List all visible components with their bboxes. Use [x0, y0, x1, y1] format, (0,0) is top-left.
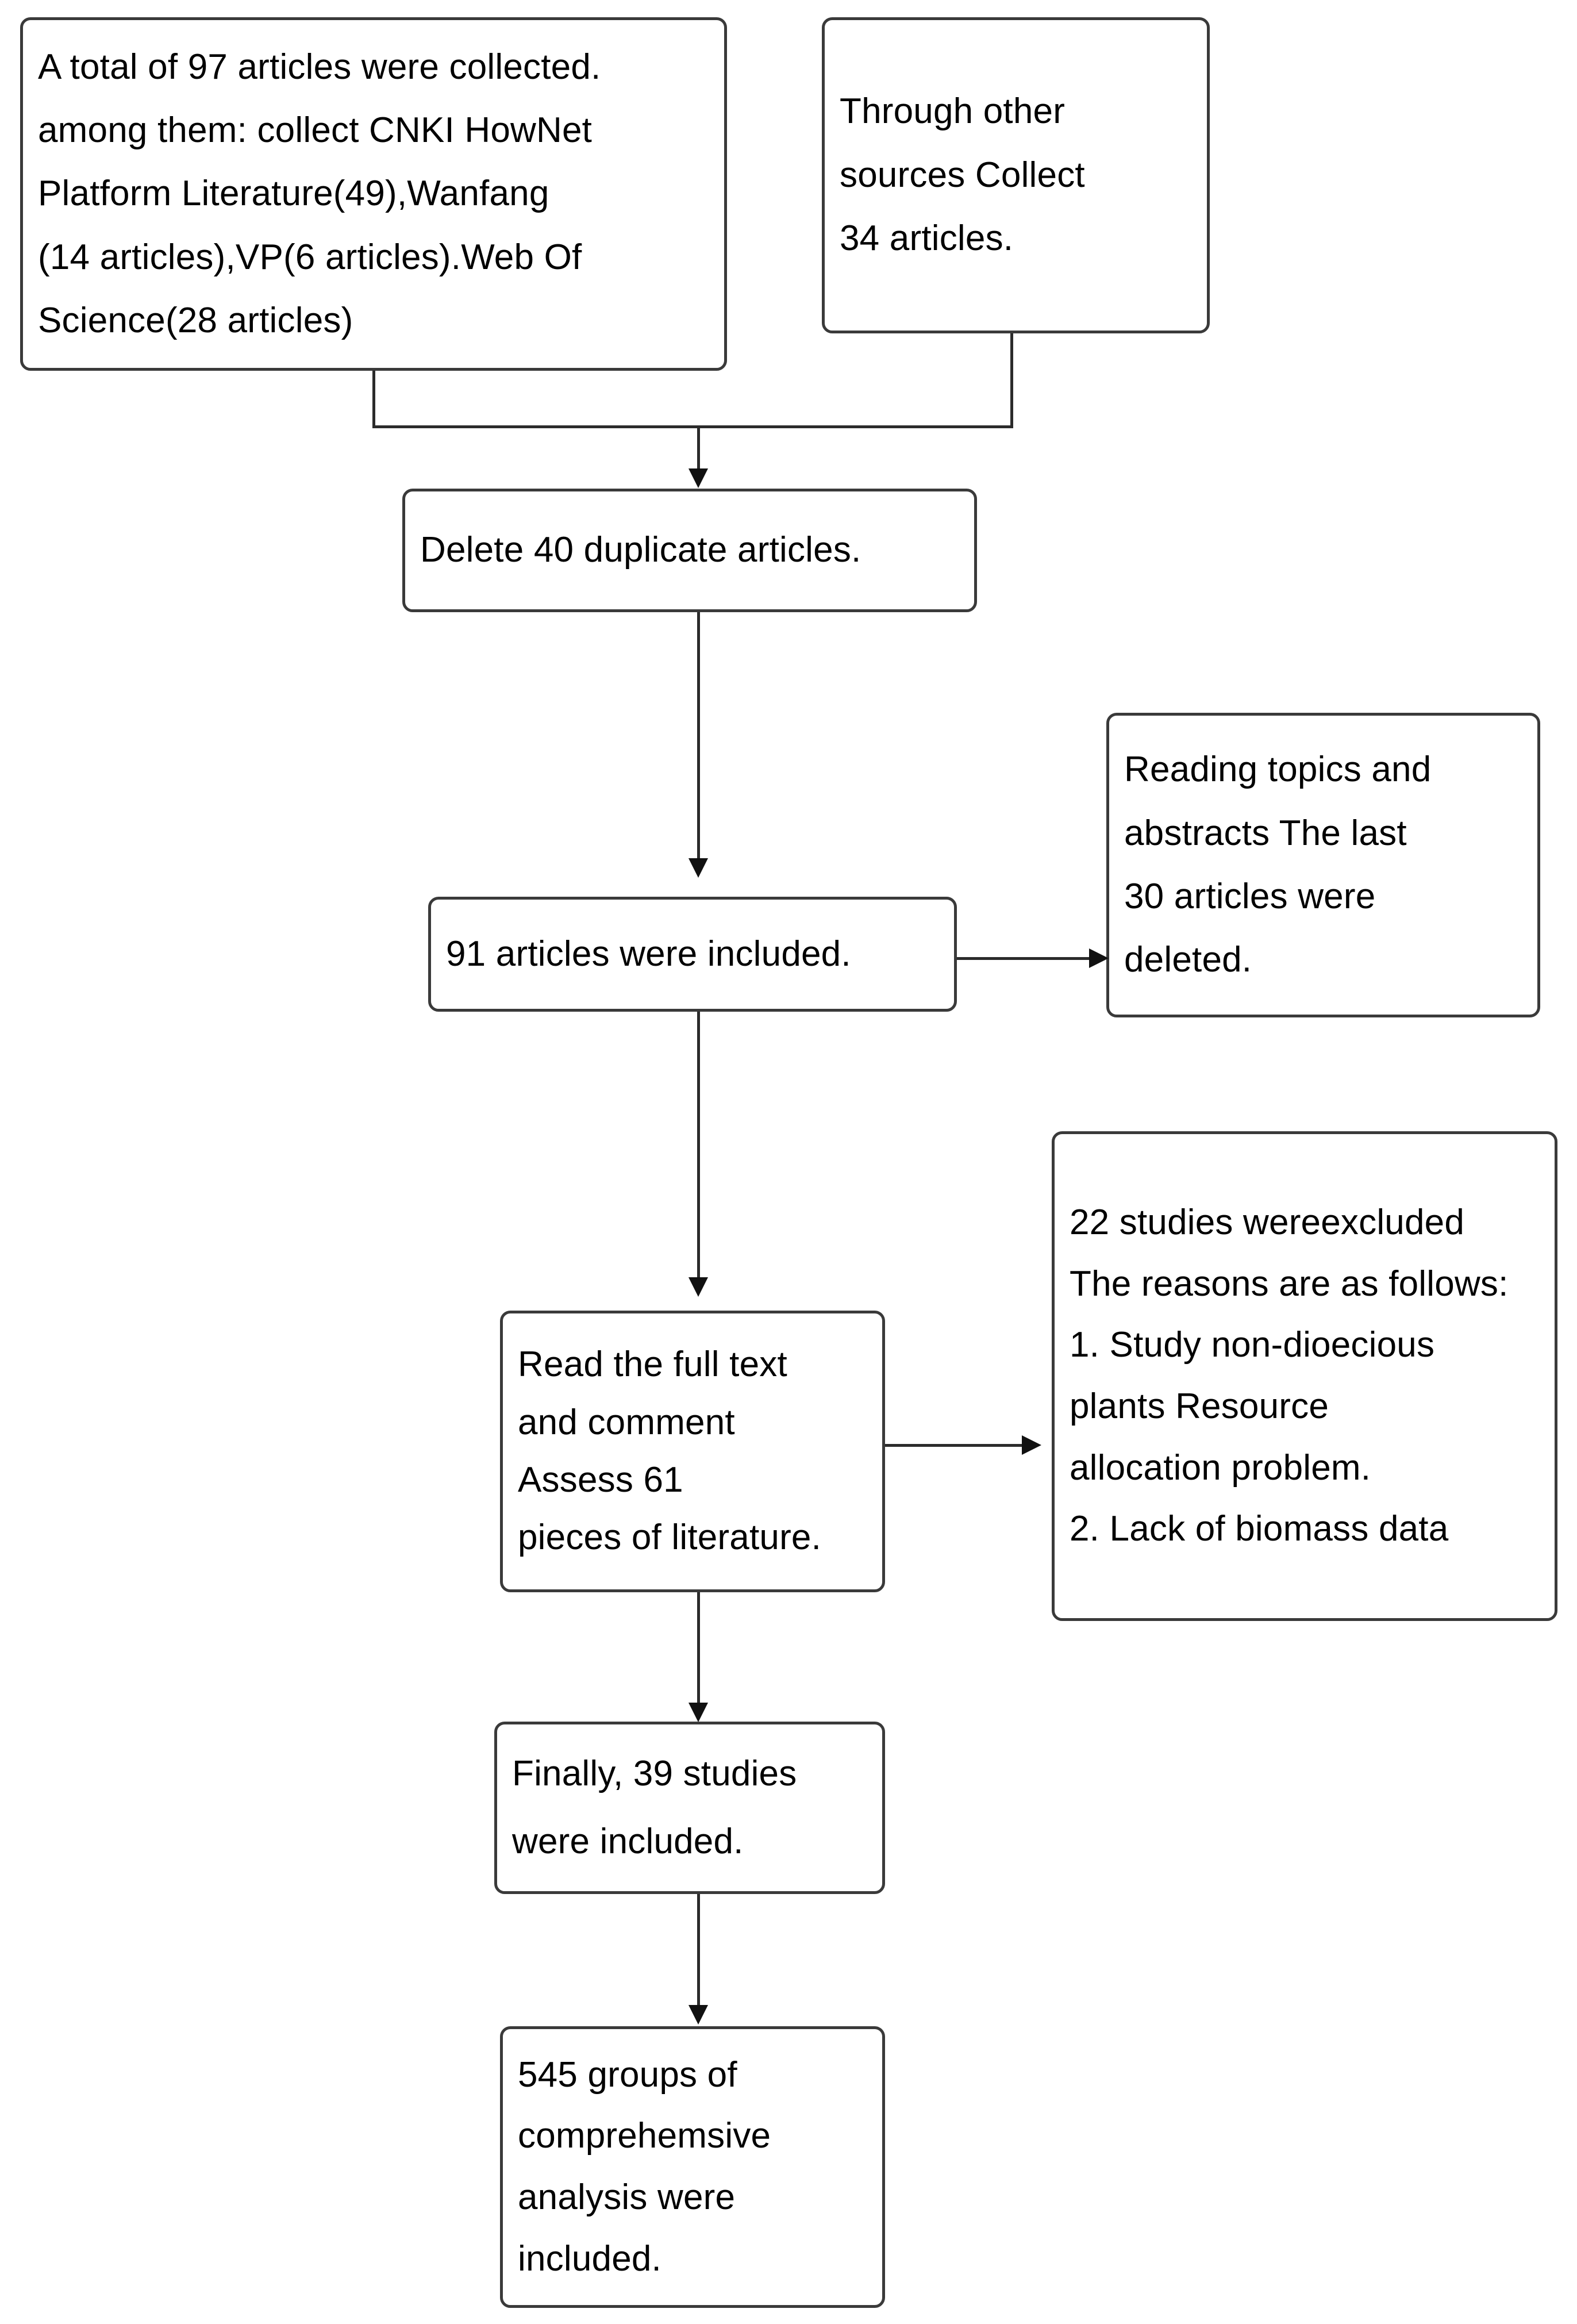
groups-included-line-2: comprehemsive — [518, 2116, 771, 2156]
arrow-fulltext-to-excluded-icon — [1022, 1435, 1041, 1455]
arrow-included-to-groups-icon — [689, 2005, 708, 2025]
other-sources-box[interactable]: Through other sources Collect 34 article… — [822, 17, 1210, 333]
records-screened-line-1: 91 articles were included. — [446, 934, 851, 974]
database-search-line-4: (14 articles),VP(6 articles).Web Of — [38, 237, 582, 277]
fulltext-excluded-line-3: 1. Study non-dioecious — [1070, 1325, 1435, 1365]
studies-included-line-1: Finally, 39 studies — [512, 1754, 797, 1794]
screening-excluded-box[interactable]: Reading topics and abstracts The last 30… — [1106, 713, 1540, 1017]
groups-included-box[interactable]: 545 groups of comprehemsive analysis wer… — [500, 2026, 885, 2308]
duplicates-removed-box[interactable]: Delete 40 duplicate articles. — [402, 489, 977, 612]
connector-merge-to-duplicates — [697, 428, 700, 470]
database-search-line-5: Science(28 articles) — [38, 301, 353, 341]
other-sources-line-2: sources Collect — [840, 155, 1085, 195]
connector-included-to-groups — [697, 1894, 700, 2006]
fulltext-excluded-box[interactable]: 22 studies wereexcluded The reasons are … — [1052, 1131, 1557, 1621]
other-sources-line-3: 34 articles. — [840, 218, 1014, 259]
arrow-fulltext-to-included-icon — [689, 1703, 708, 1722]
arrow-merge-to-duplicates-icon — [689, 468, 708, 488]
screening-excluded-line-1: Reading topics and — [1124, 750, 1432, 790]
duplicates-removed-line-1: Delete 40 duplicate articles. — [420, 530, 861, 570]
arrow-duplicates-to-screened-icon — [689, 858, 708, 878]
connector-screened-to-fulltext — [697, 1012, 700, 1279]
connector-duplicates-to-screened — [697, 612, 700, 859]
database-search-line-1: A total of 97 articles were collected. — [38, 47, 601, 87]
fulltext-excluded-line-4: plants Resource — [1070, 1386, 1329, 1426]
fulltext-excluded-line-5: allocation problem. — [1070, 1447, 1371, 1488]
database-search-box[interactable]: A total of 97 articles were collected. a… — [20, 17, 727, 371]
database-search-line-2: among them: collect CNKI HowNet — [38, 110, 593, 150]
other-sources-line-1: Through other — [840, 91, 1066, 132]
fulltext-assessed-line-2: and comment — [518, 1402, 735, 1442]
studies-included-line-2: were included. — [512, 1822, 744, 1861]
screening-excluded-line-3: 30 articles were — [1124, 877, 1376, 916]
fulltext-excluded-line-6: 2. Lack of biomass data — [1070, 1509, 1449, 1549]
screening-excluded-line-4: deleted. — [1124, 940, 1252, 980]
records-screened-box[interactable]: 91 articles were included. — [428, 897, 957, 1012]
fulltext-excluded-line-2: The reasons are as follows: — [1070, 1263, 1509, 1304]
connector-fulltext-to-included — [697, 1592, 700, 1704]
connector-database-search-down — [372, 371, 375, 428]
groups-included-line-1: 545 groups of — [518, 2054, 737, 2095]
screening-excluded-line-2: abstracts The last — [1124, 813, 1407, 853]
groups-included-line-4: included. — [518, 2238, 661, 2279]
fulltext-assessed-line-3: Assess 61 — [518, 1460, 683, 1500]
fulltext-excluded-line-1: 22 studies wereexcluded — [1070, 1203, 1465, 1243]
connector-other-sources-down — [1010, 333, 1013, 428]
fulltext-assessed-box[interactable]: Read the full text and comment Assess 61… — [500, 1311, 885, 1592]
studies-included-box[interactable]: Finally, 39 studies were included. — [494, 1722, 885, 1894]
fulltext-assessed-line-4: pieces of literature. — [518, 1518, 822, 1558]
connector-screened-to-excluded — [957, 957, 1095, 960]
database-search-line-3: Platform Literature(49),Wanfang — [38, 174, 549, 214]
arrow-screened-to-fulltext-icon — [689, 1277, 708, 1297]
groups-included-line-3: analysis were — [518, 2177, 736, 2217]
fulltext-assessed-line-1: Read the full text — [518, 1345, 787, 1385]
arrow-screened-to-excluded-icon — [1089, 948, 1109, 968]
connector-fulltext-to-excluded — [885, 1444, 1026, 1447]
connector-merge-horizontal — [372, 425, 1013, 428]
